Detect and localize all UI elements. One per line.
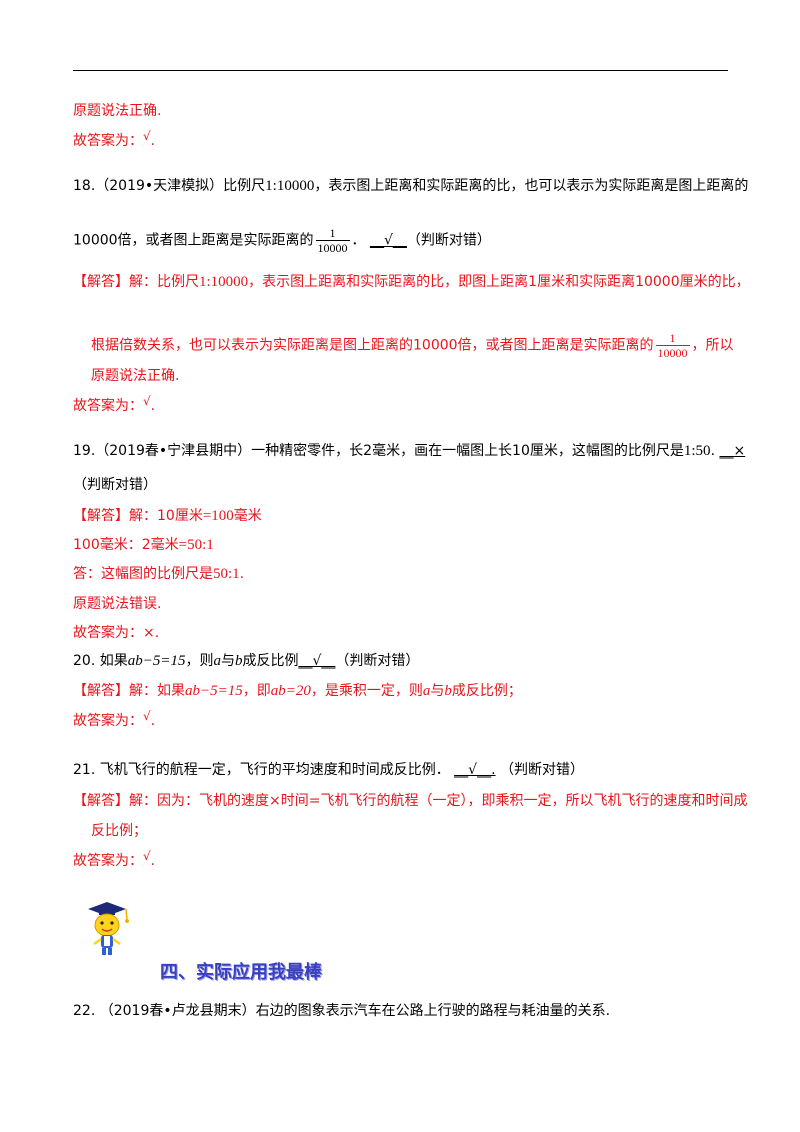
q19-stem-line1: 19.（2019春•宁津县期中）一种精密零件，长2毫米，画在一幅图上长10厘米，… xyxy=(73,443,746,459)
q20-answer-blank: __√__ xyxy=(298,653,336,669)
header-rule xyxy=(73,70,728,71)
q20-final-answer: 故答案为：√. xyxy=(73,709,156,729)
solution-tag: 【解答】 xyxy=(73,274,129,290)
q22-stem: 22. （2019春•卢龙县期末）右边的图象表示汽车在公路上行驶的路程与耗油量的… xyxy=(73,1003,611,1019)
q19-solution-line2: 100毫米：2毫米=50:1 xyxy=(73,537,214,553)
q21-answer-blank: __√__. xyxy=(454,762,496,778)
q19-solution-line4: 原题说法错误. xyxy=(73,596,162,612)
q18-solution-line3: 原题说法正确. xyxy=(91,368,180,384)
solution-tag: 【解答】 xyxy=(73,508,129,524)
q20-stem: 20. 如果ab−5=15，则a与b成反比例__√__（判断对错） xyxy=(73,653,420,669)
top-final-answer: 故答案为：√. xyxy=(73,129,156,149)
q18-solution-line2: 根据倍数关系，也可以表示为实际距离是图上距离的10000倍，或者图上距离是实际距… xyxy=(91,331,734,360)
top-conclusion: 原题说法正确. xyxy=(73,103,162,119)
q18-solution-line1: 【解答】解：比例尺1:10000，表示图上距离和实际距离的比，即图上距离1厘米和… xyxy=(73,274,750,290)
q21-final-answer: 故答案为：√. xyxy=(73,849,156,869)
q19-answer-blank: __× xyxy=(719,443,746,459)
section-heading: 四、实际应用我最棒 xyxy=(160,962,322,983)
solution-tag: 【解答】 xyxy=(73,793,129,809)
q19-solution-line3: 答：这幅图的比例尺是50:1. xyxy=(73,566,245,582)
q19-solution-line1: 【解答】解：10厘米=100毫米 xyxy=(73,508,262,524)
q19-stem-line2: （判断对错） xyxy=(73,477,157,493)
q18-stem-line1: 18.（2019•天津模拟）比例尺1:10000，表示图上距离和实际距离的比，也… xyxy=(73,178,749,194)
graduate-mascot-icon xyxy=(88,902,129,955)
q18-answer-blank: __√__ xyxy=(370,232,407,249)
q21-solution-line1: 【解答】解：因为：飞机的速度×时间=飞机飞行的航程（一定），即乘积一定，所以飞机… xyxy=(73,793,748,809)
q21-solution-line2: 反比例； xyxy=(91,823,147,839)
solution-tag: 【解答】 xyxy=(73,683,129,699)
q20-solution: 【解答】解：如果ab−5=15，即ab=20，是乘积一定，则a与b成反比例； xyxy=(73,683,522,699)
q18-final-answer: 故答案为：√. xyxy=(73,394,156,414)
q19-final-answer: 故答案为：×. xyxy=(73,625,160,641)
q21-stem: 21. 飞机飞行的航程一定，飞行的平均速度和时间成反比例． __√__. （判断… xyxy=(73,762,584,778)
